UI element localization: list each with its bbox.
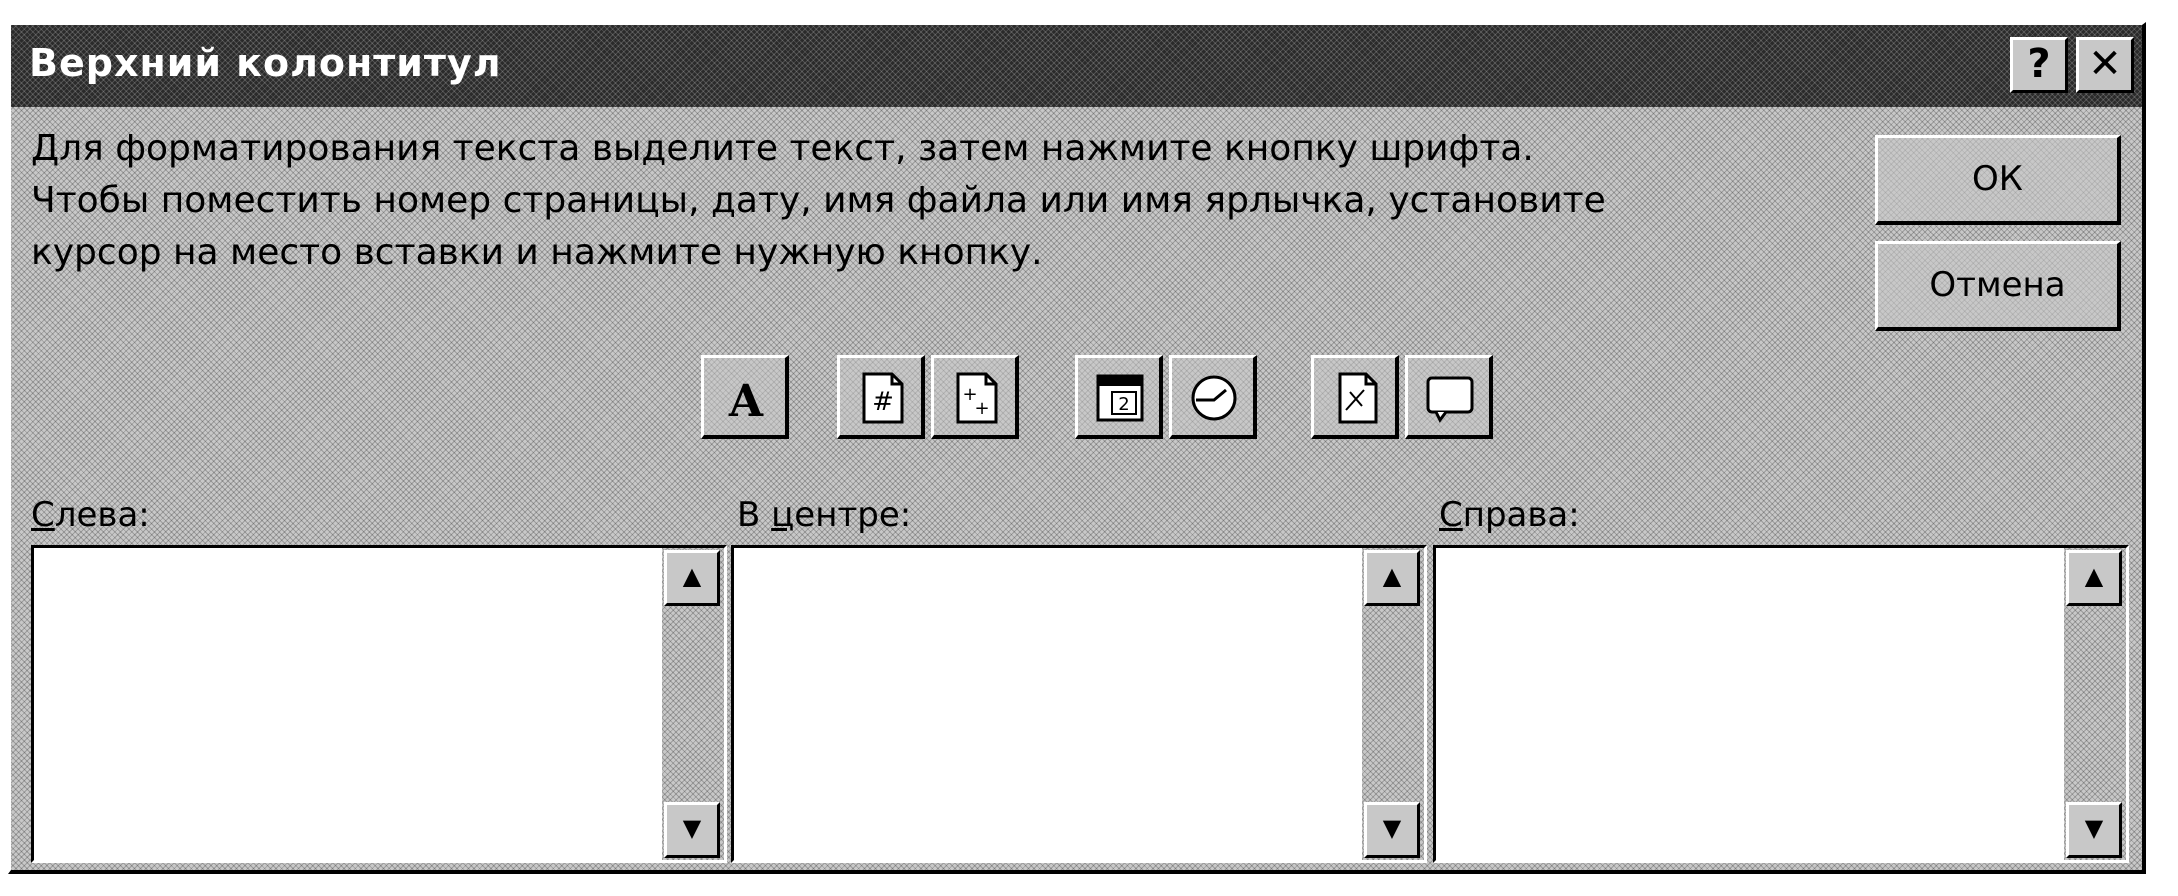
center-section-box: ▲ ▼ xyxy=(731,545,1427,863)
font-button[interactable]: A xyxy=(701,355,789,439)
header-dialog: Верхний колонтитул ? ✕ Для форматировани… xyxy=(8,22,2146,874)
instruction-line-1: Для форматирования текста выделите текст… xyxy=(31,128,1534,169)
scroll-down-button[interactable]: ▼ xyxy=(1364,802,1420,858)
svg-text:+: + xyxy=(974,398,989,419)
center-label-rest: ентре: xyxy=(794,495,912,535)
date-icon: 2 xyxy=(1096,374,1144,422)
help-icon: ? xyxy=(2027,41,2051,87)
center-label-mnemonic: ц xyxy=(771,495,795,535)
svg-text:#: # xyxy=(872,387,894,417)
right-label-mnemonic: С xyxy=(1439,495,1463,535)
page-number-button[interactable]: # xyxy=(837,355,925,439)
scroll-up-icon: ▲ xyxy=(2084,562,2104,590)
left-section-label: Слева: xyxy=(31,495,150,535)
right-section-label: Справа: xyxy=(1439,495,1580,535)
left-section-box: ▲ ▼ xyxy=(31,545,727,863)
time-icon xyxy=(1191,375,1237,421)
right-section-box: ▲ ▼ xyxy=(1433,545,2129,863)
center-section-label: В центре: xyxy=(737,495,911,535)
left-label-rest: лева: xyxy=(54,495,150,535)
left-scrollbar[interactable]: ▲ ▼ xyxy=(662,548,724,860)
scroll-down-icon: ▼ xyxy=(2084,814,2104,842)
close-icon: ✕ xyxy=(2088,41,2122,87)
help-button[interactable]: ? xyxy=(2010,37,2068,93)
sheet-name-button[interactable] xyxy=(1405,355,1493,439)
font-icon: A xyxy=(728,376,764,426)
scroll-up-button[interactable]: ▲ xyxy=(664,550,720,606)
scroll-down-button[interactable]: ▼ xyxy=(2066,802,2122,858)
filename-button[interactable] xyxy=(1311,355,1399,439)
right-scrollbar[interactable]: ▲ ▼ xyxy=(2064,548,2126,860)
cancel-button[interactable]: Отмена xyxy=(1875,241,2121,331)
total-pages-button[interactable]: + + xyxy=(931,355,1019,439)
left-section-input[interactable] xyxy=(34,548,662,860)
scroll-up-icon: ▲ xyxy=(1382,562,1402,590)
scroll-up-button[interactable]: ▲ xyxy=(2066,550,2122,606)
svg-text:+: + xyxy=(962,384,977,405)
filename-icon xyxy=(1338,372,1378,424)
scroll-down-button[interactable]: ▼ xyxy=(664,802,720,858)
left-label-mnemonic: С xyxy=(31,495,55,535)
close-button[interactable]: ✕ xyxy=(2076,37,2134,93)
scroll-up-button[interactable]: ▲ xyxy=(1364,550,1420,606)
total-pages-icon: + + xyxy=(956,372,998,424)
right-label-rest: права: xyxy=(1462,495,1580,535)
scroll-down-icon: ▼ xyxy=(1382,814,1402,842)
center-scrollbar[interactable]: ▲ ▼ xyxy=(1362,548,1424,860)
ok-button[interactable]: ОК xyxy=(1875,135,2121,225)
svg-text:A: A xyxy=(728,376,764,426)
instruction-line-3: курсор на место вставки и нажмите нужную… xyxy=(31,232,1043,273)
sheet-name-icon xyxy=(1426,376,1474,423)
scroll-up-icon: ▲ xyxy=(682,562,702,590)
title-bar[interactable]: Верхний колонтитул ? ✕ xyxy=(11,25,2142,107)
date-button[interactable]: 2 xyxy=(1075,355,1163,439)
scroll-down-icon: ▼ xyxy=(682,814,702,842)
center-section-input[interactable] xyxy=(734,548,1362,860)
right-section-input[interactable] xyxy=(1436,548,2064,860)
page-number-icon: # xyxy=(862,372,904,424)
time-button[interactable] xyxy=(1169,355,1257,439)
instruction-text: Для форматирования текста выделите текст… xyxy=(31,123,1606,279)
svg-text:2: 2 xyxy=(1118,394,1129,415)
dialog-title: Верхний колонтитул xyxy=(29,41,502,85)
instruction-line-2: Чтобы поместить номер страницы, дату, им… xyxy=(31,180,1606,221)
center-label-prefix: В xyxy=(737,495,772,535)
